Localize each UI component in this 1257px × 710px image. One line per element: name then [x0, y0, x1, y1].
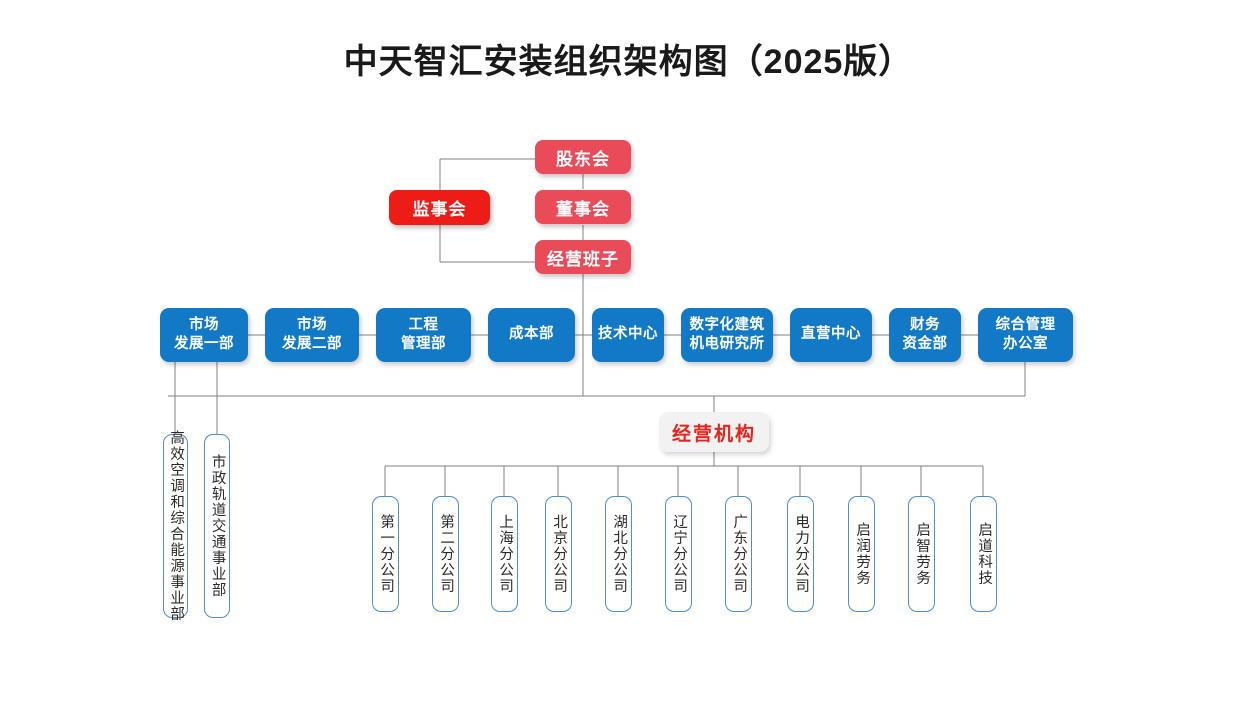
department-label-line2: 发展一部 [174, 336, 234, 352]
department-label-line1: 数字化建筑 [689, 316, 765, 333]
branch-qirun-labor[interactable]: 启润劳务 [848, 496, 875, 612]
branch-shanghai[interactable]: 上海分公司 [491, 496, 518, 612]
department-label-line1: 综合管理 [995, 316, 1056, 333]
department-cost[interactable]: 成本部 [488, 308, 575, 362]
page-title: 中天智汇安装组织架构图（2025版） [343, 43, 914, 81]
branch-guangdong[interactable]: 广东分公司 [725, 496, 752, 612]
branch-hubei[interactable]: 湖北分公司 [605, 496, 632, 612]
department-label-line1: 财务 [910, 316, 940, 333]
business-unit-municipal-rail-transit[interactable]: 市政轨道交通事业部 [204, 434, 230, 618]
department-engineering-management[interactable]: 工程 管理部 [376, 308, 471, 362]
department-technology-center[interactable]: 技术中心 [592, 308, 664, 362]
branch-beijing[interactable]: 北京分公司 [545, 496, 572, 612]
department-general-management-office[interactable]: 综合管理 办公室 [978, 308, 1073, 362]
business-unit-hvac-energy[interactable]: 高效空调和综合能源事业部 [163, 430, 188, 622]
department-label-line1: 成本部 [509, 326, 554, 343]
node-board-of-directors[interactable]: 董事会 [535, 190, 631, 224]
branch-qizhi-labor[interactable]: 启智劳务 [908, 496, 935, 612]
branch-liaoning[interactable]: 辽宁分公司 [665, 496, 692, 612]
department-label-line1: 直营中心 [801, 326, 861, 343]
node-management-team[interactable]: 经营班子 [535, 240, 631, 274]
department-label-line2: 资金部 [902, 336, 948, 352]
department-digital-construction-research-institute[interactable]: 数字化建筑 机电研究所 [681, 308, 773, 362]
branch-first-branch[interactable]: 第一分公司 [372, 496, 399, 612]
department-label-line1: 工程 [408, 316, 439, 333]
node-operating-group[interactable]: 经营机构 [659, 412, 769, 452]
department-market-development-2[interactable]: 市场 发展二部 [265, 308, 359, 362]
branch-electric-power[interactable]: 电力分公司 [787, 496, 814, 612]
department-label-line2: 机电研究所 [689, 336, 765, 352]
department-label-line2: 管理部 [401, 336, 446, 352]
branch-qidao-technology[interactable]: 启道科技 [970, 496, 997, 612]
node-board-of-supervisors[interactable]: 监事会 [389, 190, 490, 225]
node-shareholders[interactable]: 股东会 [535, 140, 631, 174]
department-finance-and-funds[interactable]: 财务 资金部 [889, 308, 961, 362]
department-direct-operation-center[interactable]: 直营中心 [790, 308, 872, 362]
department-label-line2: 发展二部 [282, 336, 342, 352]
department-label-line2: 办公室 [1003, 336, 1048, 352]
department-market-development-1[interactable]: 市场 发展一部 [160, 308, 248, 362]
department-label-line1: 技术中心 [598, 326, 658, 343]
department-label-line1: 市场 [189, 316, 219, 333]
department-label-line1: 市场 [297, 316, 327, 333]
branch-second-branch[interactable]: 第二分公司 [432, 496, 459, 612]
